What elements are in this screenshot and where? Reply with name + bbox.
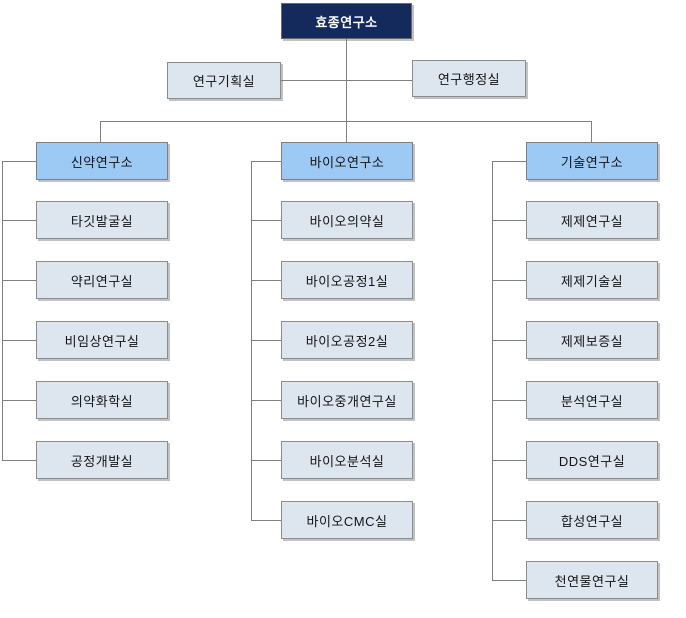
dept-node: 분석연구실	[526, 381, 658, 419]
dept-node: 제제보증실	[526, 321, 658, 359]
connector-line	[492, 400, 526, 401]
dept-node: 바이오의약실	[281, 201, 413, 239]
dept-node: 의약화학실	[36, 381, 168, 419]
connector-line	[251, 161, 281, 162]
dept-node: DDS연구실	[526, 441, 658, 479]
connector-line	[2, 220, 36, 221]
connector-line	[251, 220, 281, 221]
connector-line	[100, 121, 101, 142]
connector-line	[492, 161, 493, 580]
dept-node: 타깃발굴실	[36, 201, 168, 239]
division-node-2: 바이오연구소	[281, 142, 413, 180]
connector-line	[2, 400, 36, 401]
dept-node: 천연물연구실	[526, 561, 658, 599]
connector-line	[100, 121, 591, 122]
connector-line	[492, 280, 526, 281]
connector-line	[591, 121, 592, 142]
dept-node: 제제기술실	[526, 261, 658, 299]
connector-line	[492, 340, 526, 341]
connector-line	[2, 460, 36, 461]
root-node: 효종연구소	[281, 3, 412, 39]
dept-node: 공정개발실	[36, 441, 168, 479]
dept-node: 바이오분석실	[281, 441, 413, 479]
dept-node: 바이오공정2실	[281, 321, 413, 359]
division-node-3: 기술연구소	[526, 142, 658, 180]
dept-node: 바이오중개연구실	[281, 381, 413, 419]
connector-line	[281, 80, 412, 81]
connector-line	[492, 161, 526, 162]
connector-line	[492, 220, 526, 221]
connector-line	[251, 400, 281, 401]
connector-line	[2, 161, 36, 162]
division-node-1: 신약연구소	[36, 142, 168, 180]
connector-line	[251, 280, 281, 281]
connector-line	[2, 161, 3, 460]
connector-line	[2, 340, 36, 341]
dept-node: 바이오공정1실	[281, 261, 413, 299]
connector-line	[251, 460, 281, 461]
connector-line	[251, 520, 281, 521]
connector-line	[492, 460, 526, 461]
connector-line	[492, 580, 526, 581]
dept-node: 합성연구실	[526, 501, 658, 539]
connector-line	[492, 520, 526, 521]
staff-node-planning: 연구기획실	[167, 62, 281, 99]
connector-line	[346, 38, 347, 142]
staff-node-admin: 연구행정실	[412, 60, 526, 97]
connector-line	[251, 340, 281, 341]
dept-node: 바이오CMC실	[281, 501, 413, 539]
dept-node: 약리연구실	[36, 261, 168, 299]
dept-node: 제제연구실	[526, 201, 658, 239]
connector-line	[2, 280, 36, 281]
dept-node: 비임상연구실	[36, 321, 168, 359]
